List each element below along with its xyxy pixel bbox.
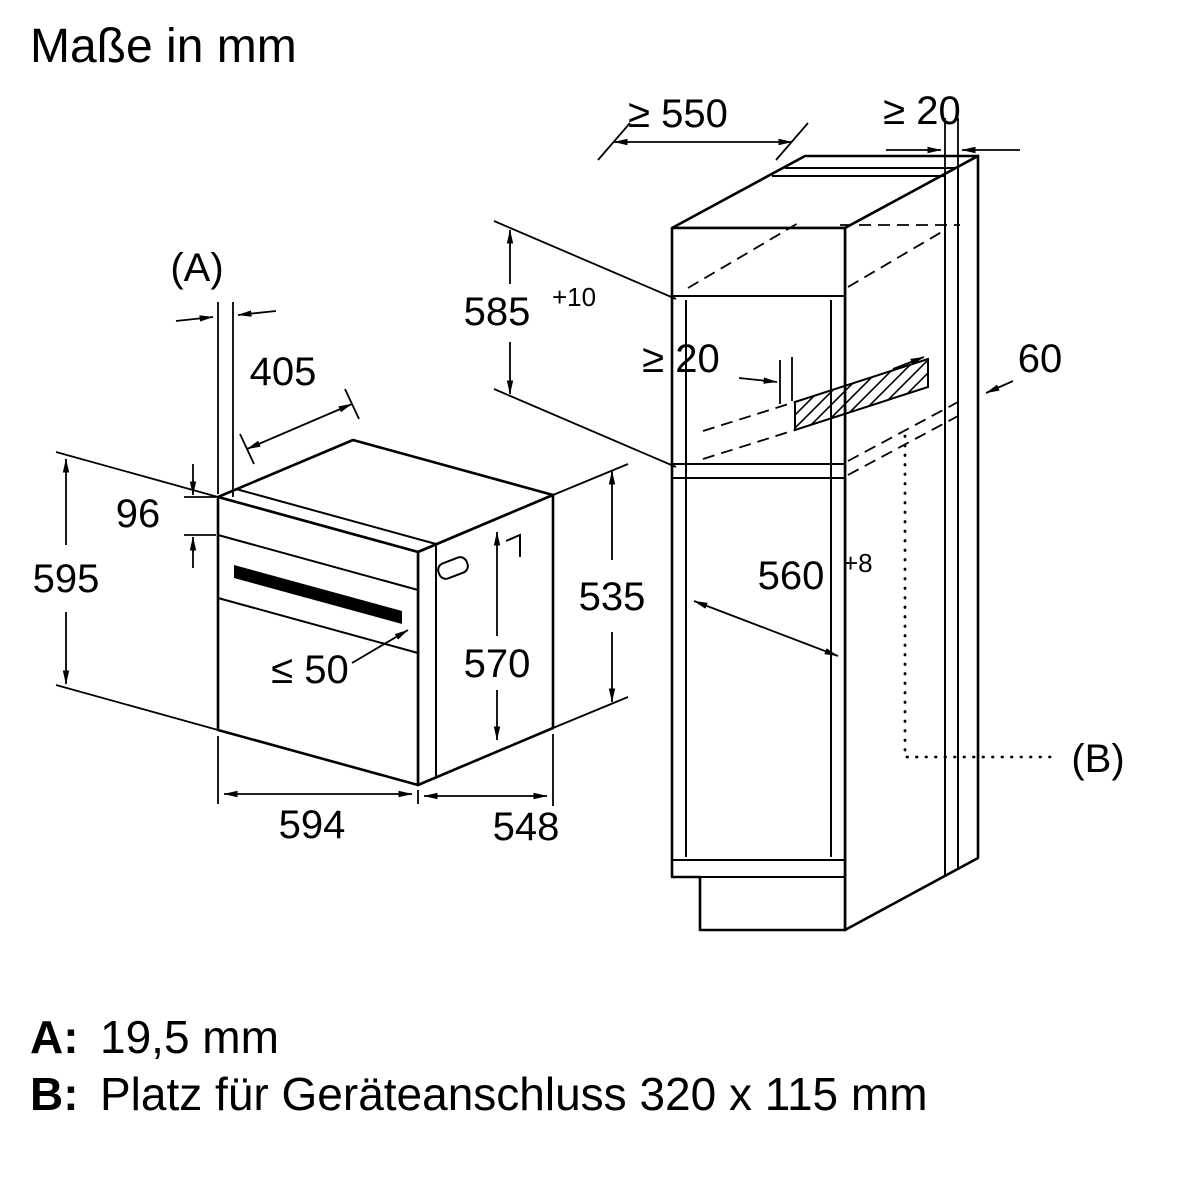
- oven-side-grip: [437, 556, 469, 580]
- vent-duct-outline: [794, 357, 929, 432]
- legend: A: 19,5 mm B: Platz für Geräteanschluss …: [30, 1011, 928, 1120]
- cabinet-dimensions: ≥ 550 ≥ 20 585 +10 ≥ 20 60 560 +8 (B): [464, 89, 1125, 781]
- legend-b-value: Platz für Geräteanschluss 320 x 115 mm: [100, 1068, 928, 1120]
- dim-585-label: 585: [464, 290, 531, 334]
- dim-405-line: [246, 403, 353, 450]
- dim-595-ext-2: [55, 684, 219, 731]
- dim-570-label: 570: [464, 642, 531, 686]
- dim-560-tolerance: +8: [843, 548, 873, 578]
- dim-60-leader: [985, 380, 1014, 394]
- oven-drawing: [216, 438, 555, 787]
- shelf-hidden-2: [847, 415, 959, 476]
- dim-535-ext-1: [552, 463, 629, 496]
- dim-595-label: 595: [33, 557, 100, 601]
- dim-585-ext-2: [493, 388, 677, 468]
- dim-548-label: 548: [493, 805, 560, 849]
- dim-594-label: 594: [279, 803, 346, 847]
- dim-550-label: ≥ 550: [628, 92, 728, 136]
- oven-frame-top-line: [235, 488, 437, 545]
- legend-a-key: A:: [30, 1011, 79, 1063]
- oven-dimensions: (A) 405 96 595 ≤ 50 570 535: [33, 246, 646, 849]
- top-board-hidden-1: [687, 221, 801, 289]
- oven-ref-a-label: (A): [170, 246, 223, 290]
- dim-60-arrow-inner: [892, 356, 925, 370]
- oven-side-step: [505, 533, 521, 557]
- oven-handle: [234, 565, 402, 624]
- legend-b-key: B:: [30, 1068, 79, 1120]
- dim-60-label: 60: [1018, 337, 1063, 381]
- dim-585-tolerance: +10: [552, 282, 596, 312]
- dim-560-line: [693, 600, 839, 657]
- oven-control-panel-line: [217, 534, 419, 591]
- dim-50-label: ≤ 50: [271, 648, 349, 692]
- dim-585-ext-1: [493, 220, 677, 300]
- dim-535-ext-2: [552, 696, 629, 729]
- ref-a-arrow-left: [175, 315, 214, 322]
- cabinet-drawing: [670, 154, 1058, 932]
- dim-560-label: 560: [758, 554, 825, 598]
- oven-front-face: [216, 495, 420, 787]
- dim-405-label: 405: [250, 350, 317, 394]
- cabinet-ref-b-label: (B): [1071, 737, 1124, 781]
- vent-slot-hidden-2: [702, 429, 796, 460]
- dim-96-label: 96: [116, 492, 161, 536]
- page-title: Maße in mm: [30, 20, 297, 73]
- dim-20-mid-label: ≥ 20: [642, 337, 720, 381]
- dim-20-mid-arrow: [738, 377, 778, 384]
- dim-535-label: 535: [579, 575, 646, 619]
- legend-a-value: 19,5 mm: [100, 1011, 279, 1063]
- dim-50-leader: [351, 629, 409, 664]
- ref-a-arrow-right: [237, 310, 277, 317]
- vent-slot-hidden-1: [702, 401, 796, 432]
- dim-20-top-label: ≥ 20: [883, 89, 961, 133]
- dim-595-ext-1: [55, 451, 219, 498]
- shelf-hidden-1: [847, 401, 959, 462]
- cabinet-front-face: [670, 226, 847, 932]
